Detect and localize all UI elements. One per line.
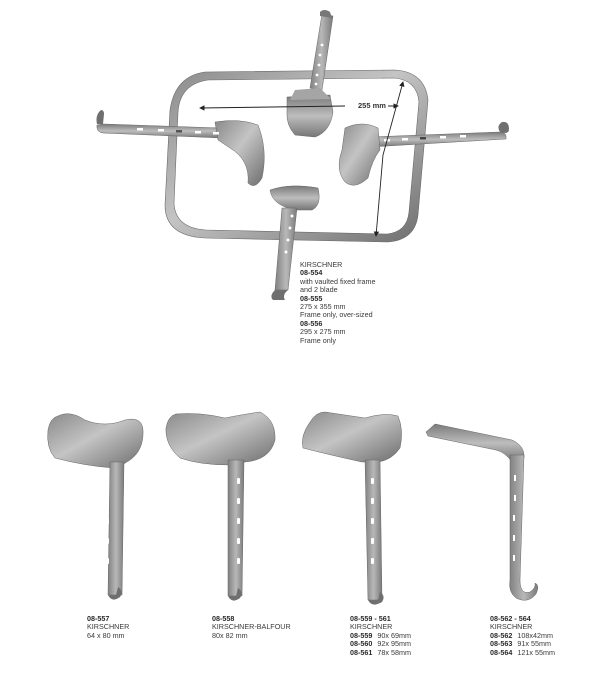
product-code: 08-555 [300,293,323,303]
retractor-frame [164,69,429,243]
variant-row: 08-560 92x 95mm [350,639,411,649]
caption-08-558: 08-558 KIRSCHNER-BALFOUR 80x 82 mm [212,614,291,640]
variant-row: 08-562 108x42mm [490,630,555,640]
variant-row: 08-559 90x 69mm [350,630,411,640]
product-size: 80x 82 mm [212,630,248,640]
product-size: 275 x 355 mm [300,302,346,312]
product-name: KIRSCHNER [350,622,393,632]
product-description: and 2 blade [300,285,338,295]
variant-size: 108x42mm [517,630,553,640]
right-blade [338,121,509,186]
kirschner-frame-set [96,10,509,300]
variant-size: 78x 58mm [377,647,411,657]
blade-08-558 [165,411,276,601]
variant-size: 90x 69mm [377,630,411,640]
caption-08-559-561: 08-559 - 561 KIRSCHNER 08-559 90x 69mm 0… [350,614,411,657]
variant-code: 08-559 [350,630,373,640]
product-code: 08-556 [300,318,323,328]
product-name: KIRSCHNER-BALFOUR [212,622,291,632]
blade-08-562-564 [425,423,538,601]
product-code: 08-558 [212,614,235,623]
variant-code: 08-562 [490,630,513,640]
blade-08-557 [47,413,144,600]
variant-code: 08-563 [490,639,513,649]
caption-08-557: 08-557 KIRSCHNER 64 x 80 mm [87,614,130,640]
blade-08-559-561 [302,411,402,605]
variant-row: 08-561 78x 58mm [350,647,411,657]
product-description: Frame only, over-sized [300,310,373,320]
product-code: 08-557 [87,614,110,623]
product-code: 08-562 - 564 [490,614,531,623]
top-blade [286,10,334,138]
variant-code: 08-561 [350,647,373,657]
variant-code: 08-560 [350,639,373,649]
product-code: 08-554 [300,268,323,278]
variant-row: 08-564 121x 55mm [490,647,555,657]
product-description: with vaulted fixed frame [300,276,376,286]
variant-size: 91x 55mm [517,639,551,649]
caption-08-562-564: 08-562 - 564 KIRSCHNER 08-562 108x42mm 0… [490,614,555,657]
product-name: KIRSCHNER [490,622,533,632]
product-name: KIRSCHNER [87,622,130,632]
variant-size: 92x 95mm [377,639,411,649]
variant-size: 121x 55mm [517,647,555,657]
variant-code: 08-564 [490,647,513,657]
height-dimension-arrow [382,81,405,156]
product-size: 64 x 80 mm [87,630,125,640]
left-blade [96,110,265,186]
width-dimension-arrow [199,105,346,111]
frame-set-caption: KIRSCHNER 08-554 with vaulted fixed fram… [300,260,376,345]
variant-row: 08-563 91x 55mm [490,639,555,649]
bottom-blade [269,185,320,300]
product-size: 295 x 275 mm [300,327,346,337]
product-description: Frame only [300,335,336,345]
frame-set-title: KIRSCHNER [300,260,343,269]
product-code: 08-559 - 561 [350,614,391,623]
dimension-label: 255 mm [356,101,388,110]
